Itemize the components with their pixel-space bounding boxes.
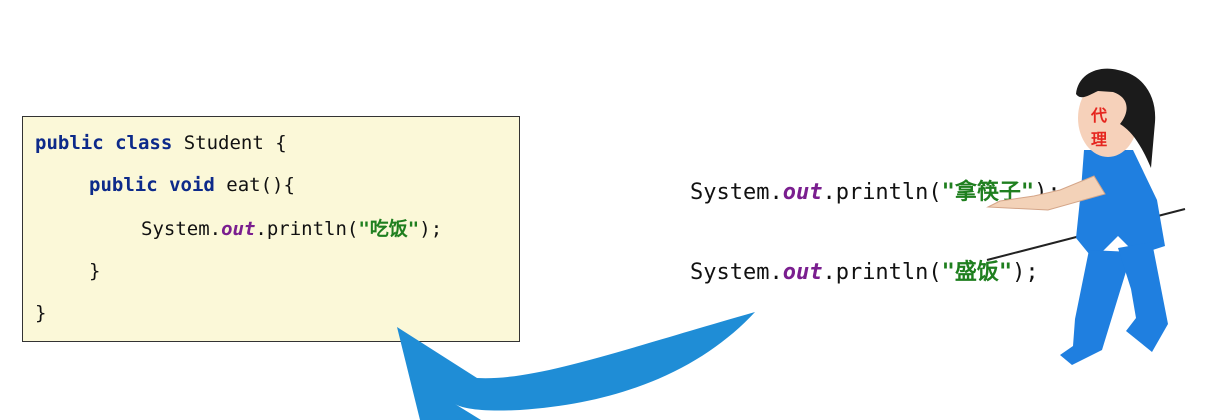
out-field: out [783,180,823,205]
system-prefix: System. [690,180,783,205]
floating-code-serve-rice: System.out.println("盛饭"); [637,231,1039,315]
println-call: .println( [255,218,358,240]
proxy-label-line-2: 理 [1091,130,1107,149]
method-signature-text: eat(){ [215,174,295,196]
system-prefix: System. [141,218,221,240]
proxy-label-line-1: 代 [1090,106,1107,125]
code-line-method-declaration: public void eat(){ [89,173,295,197]
keyword-public-void: public void [89,174,215,196]
code-line-class-close: } [35,301,46,325]
println-call: .println( [822,180,941,205]
class-close-brace: } [35,302,46,324]
code-line-println-eat: System.out.println("吃饭"); [141,217,442,241]
method-close-brace: } [89,260,100,282]
string-take-chopsticks: "拿筷子" [942,180,1035,205]
out-field: out [783,260,823,285]
call-suffix: ); [1012,260,1039,285]
floating-code-take-chopsticks: System.out.println("拿筷子"); [637,151,1061,235]
back-arm [1090,178,1150,242]
person-left-leg [1060,250,1132,365]
person-right-leg [1118,242,1168,352]
person-head [1078,79,1138,157]
code-line-method-close: } [89,259,100,283]
keyword-public-class: public class [35,132,172,154]
system-prefix: System. [690,260,783,285]
out-field: out [221,218,255,240]
student-class-code-box: public class Student { public void eat()… [22,116,520,342]
class-name-text: Student { [172,132,286,154]
code-line-class-declaration: public class Student { [35,131,287,155]
person-hair [1076,69,1155,168]
person-torso-shirt [1076,150,1165,260]
string-eat: "吃饭" [358,218,419,240]
call-suffix: ); [419,218,442,240]
string-serve-rice: "盛饭" [942,260,1013,285]
call-suffix: ); [1034,180,1061,205]
println-call: .println( [822,260,941,285]
